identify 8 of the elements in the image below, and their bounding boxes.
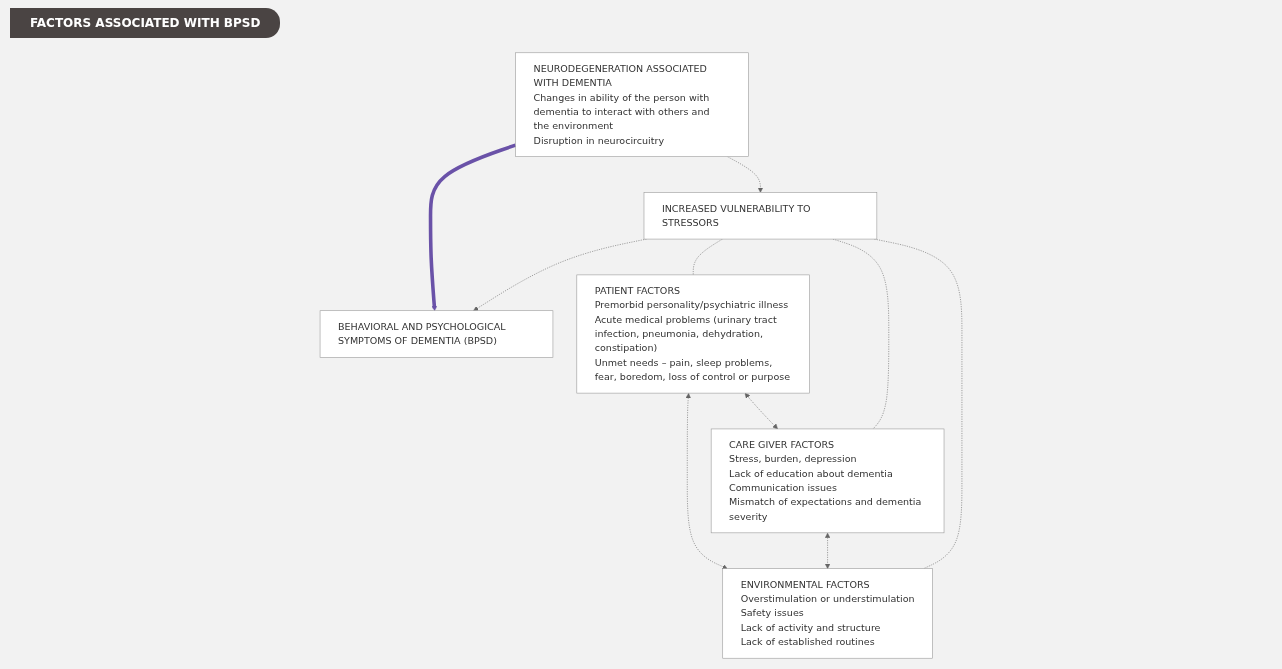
- node-box: INCREASED VULNERABILITY TO STRESSORS: [643, 192, 878, 240]
- node-box: CARE GIVER FACTORS Stress, burden, depression Lack of education about dementia Communication issues Mismatch of expectations and dementia severity: [710, 428, 945, 534]
- arrow: [428, 143, 517, 311]
- node-box: ENVIRONMENTAL FACTORS Overstimulation or understimulation Safety issues Lack of activity and structure Lack of established routines: [722, 568, 933, 659]
- node-box: BEHAVIORAL AND PSYCHOLOGICAL SYMPTOMS OF DEMENTIA (BPSD): [319, 310, 554, 358]
- node-box: PATIENT FACTORS Premorbid personality/psychiatric illness Acute medical problems (urinary tract infection, pneumonia, dehydration, constipation) Unmet needs – pain, sleep problems, fear, boredom, loss of control or purpose: [576, 274, 810, 394]
- title-banner: FACTORS ASSOCIATED WITH BPSD: [10, 8, 281, 38]
- node-box: NEURODEGENERATION ASSOCIATED WITH DEMENTIA Changes in ability of the person with dementia to interact with others and the environment Disruption in neurocircuitry: [515, 52, 749, 157]
